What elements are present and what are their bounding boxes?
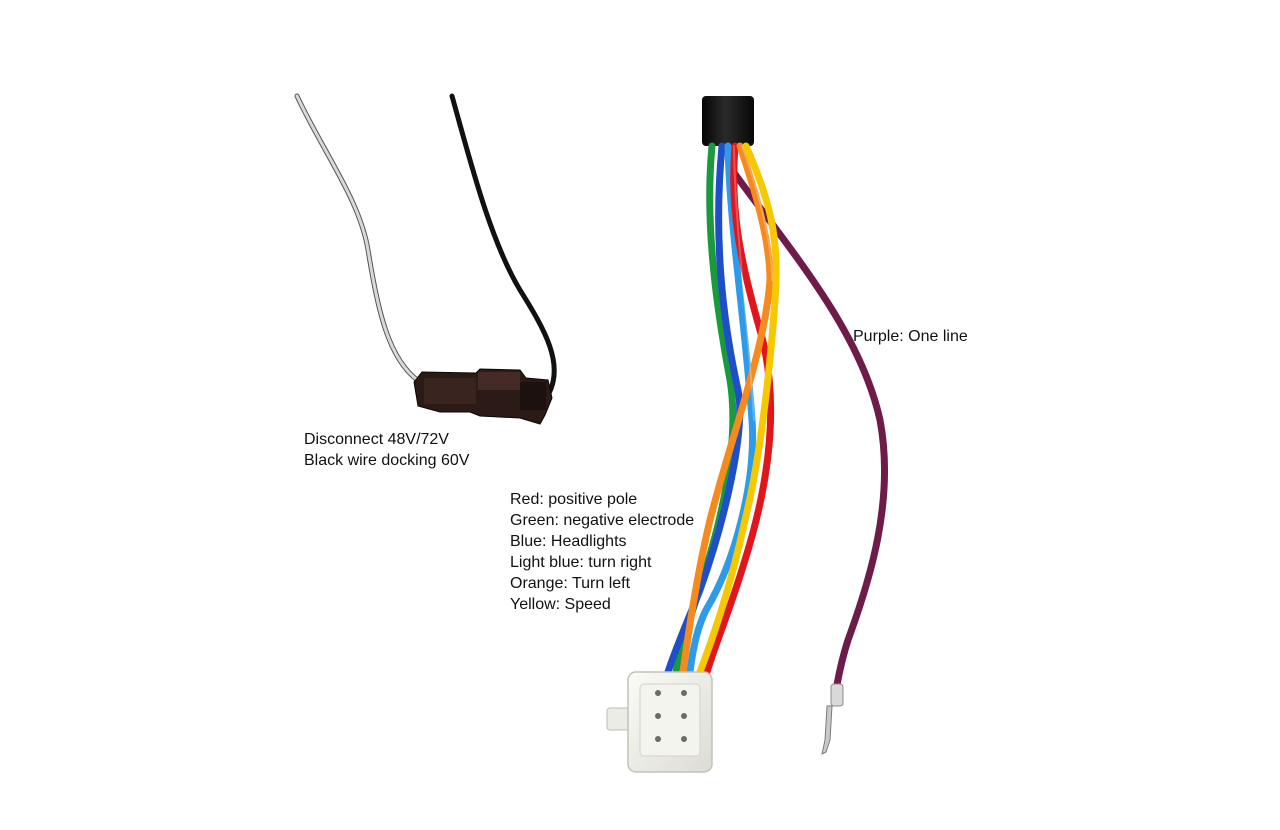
six-pin-connector [606,671,713,773]
disconnect-note: Disconnect 48V/72V Black wire docking 60… [304,429,469,471]
purple-wire-terminal [821,683,844,755]
legend-item-orange: Orange: Turn left [510,575,631,592]
small-black-connector [413,368,553,425]
purple-wire-label: Purple: One line [853,328,968,345]
cable-sheath [702,96,754,146]
black-wire [449,93,557,398]
wire-color-legend: Red: positive pole Green: negative elect… [510,489,694,615]
silver-wire [294,93,423,385]
legend-item-blue: Blue: Headlights [510,533,627,550]
legend-item-green: Green: negative electrode [510,512,695,529]
wire-bundle [664,142,889,694]
disconnect-note-line2: Black wire docking 60V [304,452,470,469]
legend-item-yellow: Yellow: Speed [510,596,611,613]
legend-item-red: Red: positive pole [510,491,638,508]
disconnect-note-line1: Disconnect 48V/72V [304,431,449,448]
legend-item-light-blue: Light blue: turn right [510,554,652,571]
